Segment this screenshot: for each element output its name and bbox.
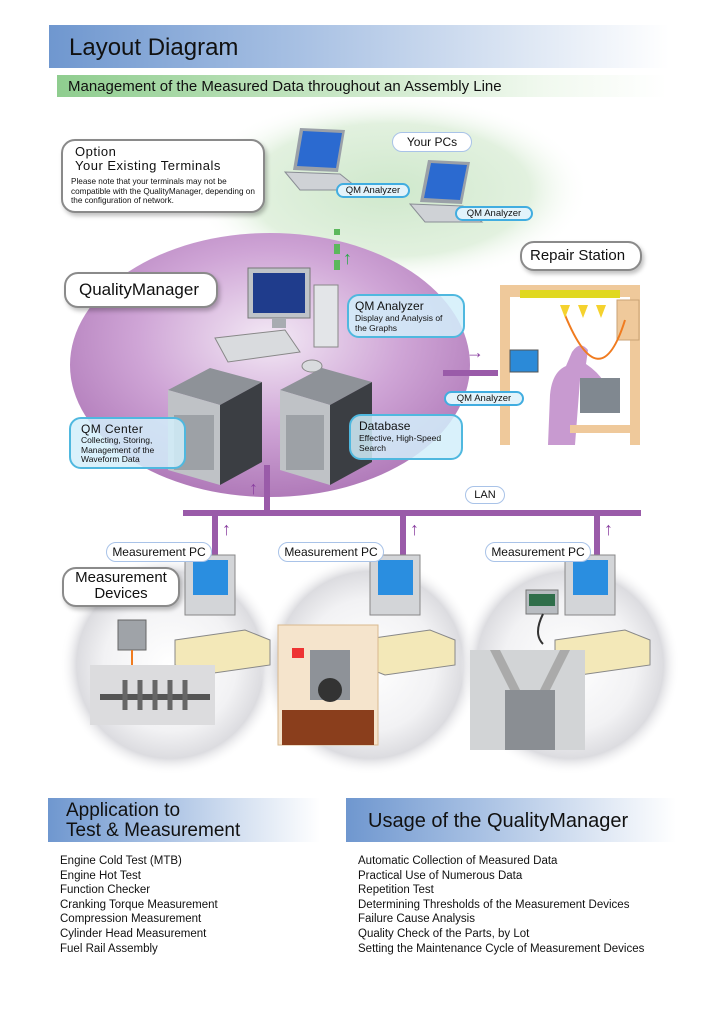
quality-manager-title: QualityManager: [79, 280, 200, 299]
piston-device-illustration: [470, 589, 585, 750]
usage-item: Practical Use of Numerous Data: [358, 869, 523, 882]
desktop-pc-icon: [214, 267, 339, 373]
qm-analyzer-title: QM Analyzer: [355, 299, 424, 313]
database-box: Database Effective, High-Speed Search: [349, 414, 463, 460]
page-subtitle: Management of the Measured Data througho…: [68, 78, 502, 95]
application-item: Cylinder Head Measurement: [60, 927, 207, 940]
application-item: Cranking Torque Measurement: [60, 898, 218, 911]
up-arrow-icon: ↑: [410, 519, 419, 539]
applications-title-line2: Test & Measurement: [66, 820, 241, 841]
option-terminals-box: Option Your Existing Terminals Please no…: [61, 139, 265, 213]
application-item: Fuel Rail Assembly: [60, 942, 158, 955]
option-note: Please note that your terminals may not …: [71, 177, 255, 205]
usage-header: Usage of the QualityManager: [346, 798, 676, 842]
qm-analyzer-label: QM Analyzer: [444, 391, 524, 406]
option-title: Option: [75, 144, 117, 159]
quality-manager-label: QualityManager: [64, 272, 218, 308]
qm-center-title: QM Center: [81, 422, 144, 436]
qm-center-box: QM Center Collecting, Storing, Managemen…: [69, 417, 186, 469]
measurement-pc-icon: [174, 554, 271, 676]
usage-item: Failure Cause Analysis: [358, 913, 475, 926]
usage-list: Automatic Collection of Measured Data Pr…: [358, 854, 644, 956]
applications-title-line1: Application to: [66, 800, 181, 821]
application-item: Engine Hot Test: [60, 869, 141, 882]
option-subtitle: Your Existing Terminals: [75, 158, 221, 173]
right-arrow-icon: →: [466, 342, 484, 362]
measurement-pc-icon: [359, 554, 456, 676]
header-bar: Layout Diagram: [49, 25, 669, 68]
database-title: Database: [359, 419, 411, 433]
lan-bus: [183, 510, 641, 516]
qm-analyzer-label: QM Analyzer: [336, 183, 410, 198]
up-arrow-icon: ↑: [343, 248, 352, 268]
usage-title: Usage of the QualityManager: [368, 810, 629, 832]
dashed-connector: [334, 229, 340, 235]
usage-item: Quality Check of the Parts, by Lot: [358, 927, 530, 940]
lan-label: LAN: [465, 486, 505, 504]
usage-item: Repetition Test: [358, 884, 434, 897]
repair-station-title: Repair Station: [530, 247, 626, 264]
repair-link: [443, 370, 498, 376]
repair-station-label: Repair Station: [520, 241, 642, 271]
engine-stand-illustration: [277, 624, 379, 746]
page-title: Layout Diagram: [69, 34, 239, 61]
usage-item: Setting the Maintenance Cycle of Measure…: [358, 942, 645, 955]
up-arrow-icon: ↑: [249, 478, 258, 498]
applications-list: Engine Cold Test (MTB) Engine Hot Test F…: [60, 854, 218, 956]
measurement-devices-label: Measurement Devices: [62, 567, 180, 607]
application-item: Compression Measurement: [60, 913, 202, 926]
applications-header: Application to Test & Measurement: [48, 798, 320, 842]
database-desc: Effective, High-Speed Search: [359, 433, 442, 453]
up-arrow-icon: ↑: [222, 519, 231, 539]
repair-station-illustration: [500, 285, 640, 445]
laptop-icon: [283, 128, 362, 191]
measurement-pc-label: Measurement PC: [485, 542, 591, 562]
subtitle-bar: Management of the Measured Data througho…: [57, 75, 667, 97]
measurement-pc-label: Measurement PC: [106, 542, 212, 562]
usage-item: Automatic Collection of Measured Data: [358, 855, 558, 867]
your-pcs-label: Your PCs: [392, 132, 472, 152]
application-item: Function Checker: [60, 884, 151, 897]
up-arrow-icon: ↑: [604, 519, 613, 539]
application-item: Engine Cold Test (MTB): [60, 855, 182, 867]
qm-analyzer-label: QM Analyzer: [455, 206, 533, 221]
crankshaft-device-illustration: [90, 619, 215, 725]
measurement-devices-title: Measurement Devices: [75, 569, 167, 602]
measurement-pc-label: Measurement PC: [278, 542, 384, 562]
laptop-icon: [408, 160, 484, 223]
qm-center-desc: Collecting, Storing, Management of the W…: [81, 435, 155, 464]
usage-item: Determining Thresholds of the Measuremen…: [358, 898, 630, 911]
qm-analyzer-desc: Display and Analysis of the Graphs: [355, 313, 443, 333]
qm-analyzer-box: QM Analyzer Display and Analysis of the …: [347, 294, 465, 338]
